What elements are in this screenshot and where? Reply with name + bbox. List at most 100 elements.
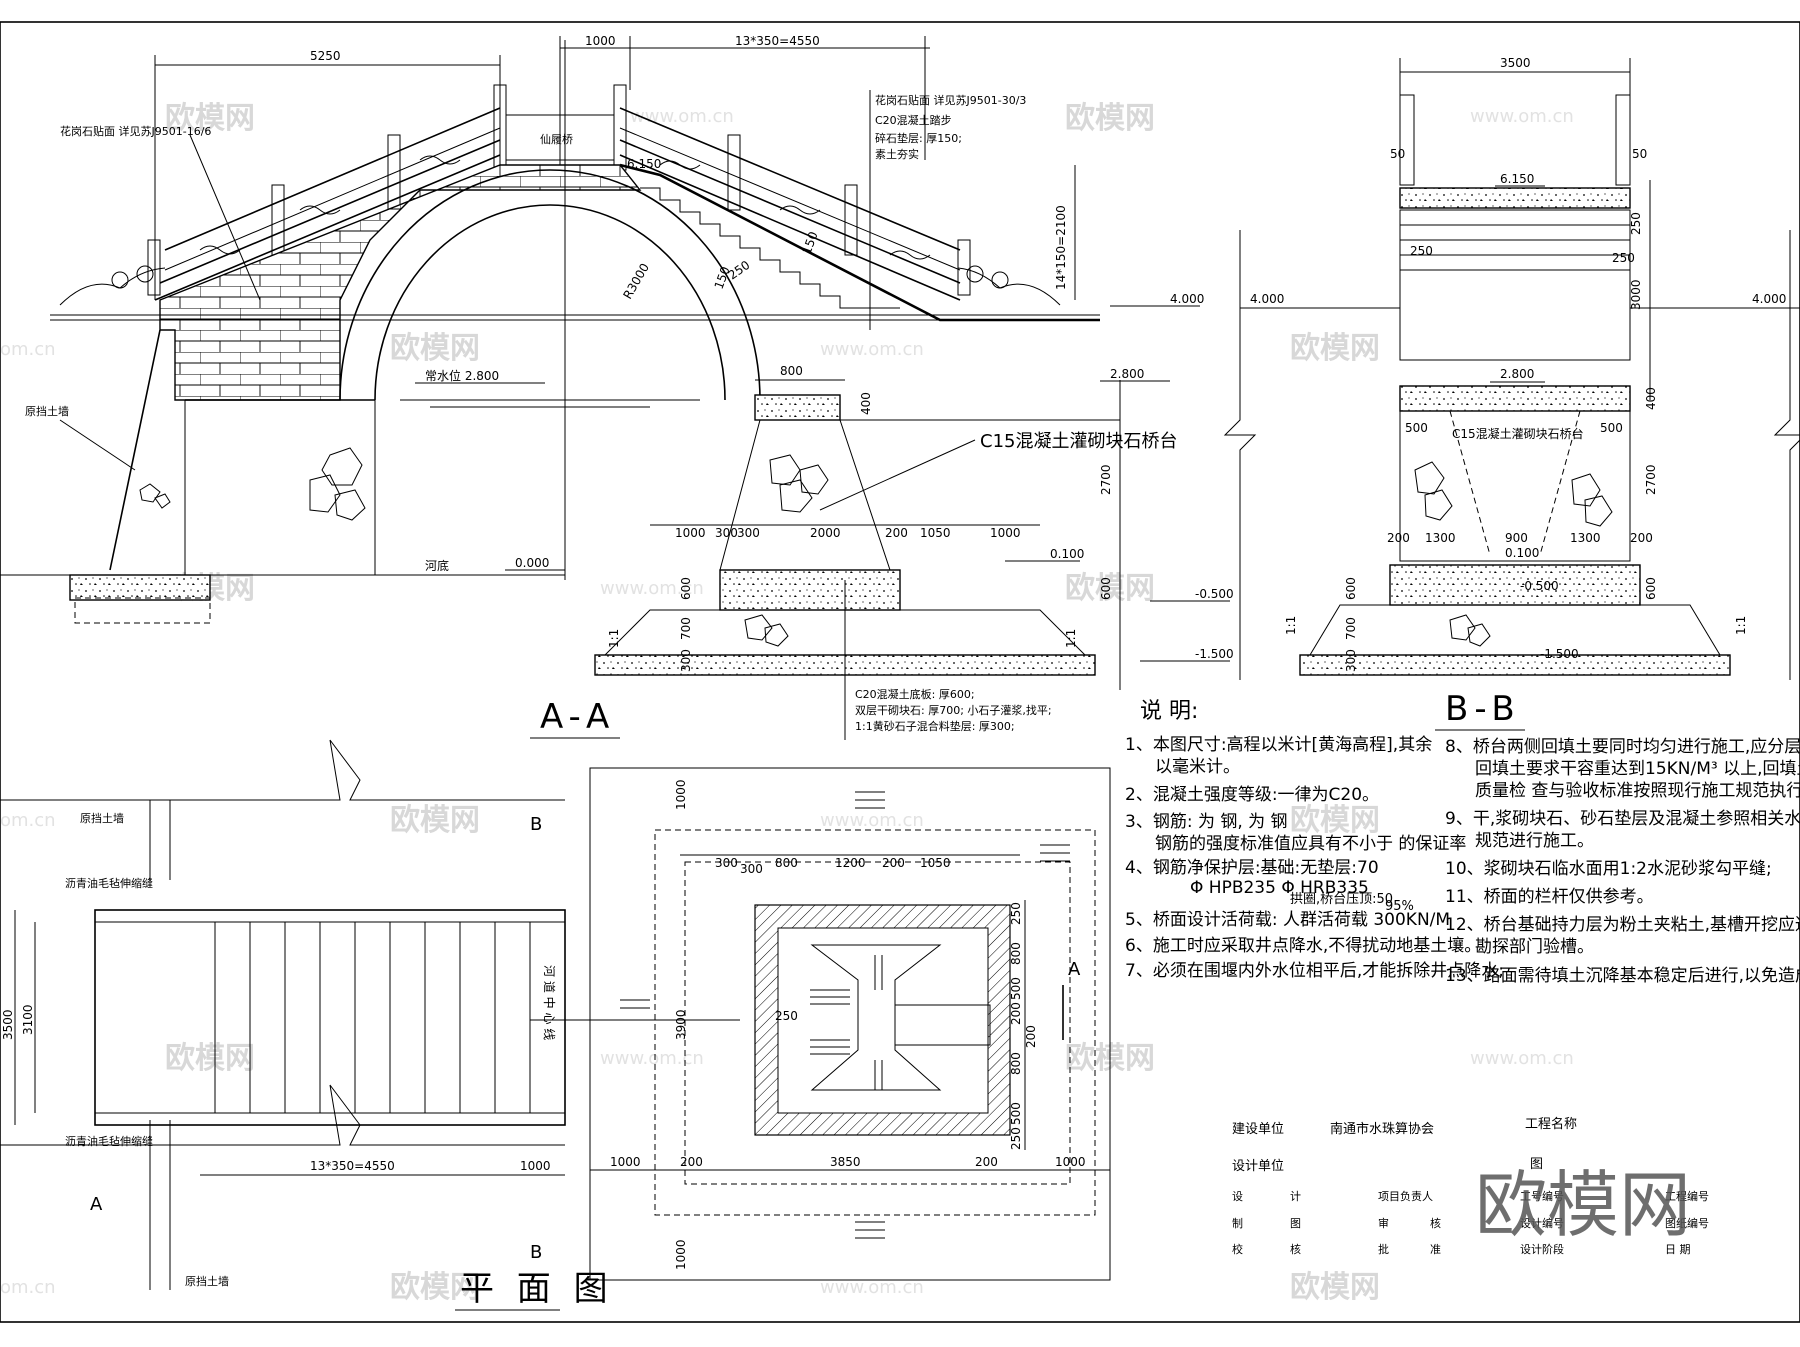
svg-text:日 期: 日 期 bbox=[1665, 1243, 1691, 1256]
svg-text:6、施工时应采取井点降水,不得扰动地基土壤。: 6、施工时应采取井点降水,不得扰动地基土壤。 bbox=[1125, 935, 1481, 956]
elev-0000: 0.000 bbox=[515, 556, 549, 570]
svg-text:200: 200 bbox=[1009, 1002, 1023, 1025]
label-c15: C15混凝土灌砌块石桥台 bbox=[980, 431, 1177, 452]
dim-3100: 3100 bbox=[21, 1004, 35, 1035]
section-b-b: 3500 50 50 6.150 250 250 250 3000 4.000 … bbox=[1223, 56, 1800, 731]
svg-text:800: 800 bbox=[1009, 1052, 1023, 1075]
dimension-ticks bbox=[620, 791, 1070, 1239]
watermark-brand: 欧模网 bbox=[165, 101, 255, 136]
svg-text:3850: 3850 bbox=[830, 1155, 861, 1169]
svg-text:500: 500 bbox=[1009, 1102, 1023, 1125]
svg-text:3、钢筋: 为 钢,: 3、钢筋: 为 钢, 为 钢 bbox=[1125, 812, 1288, 832]
dim-500a: 500 bbox=[1405, 421, 1428, 435]
svg-text:2000: 2000 bbox=[810, 526, 841, 540]
svg-text:13、路面需待填土沉降基本稳定后进行,以免造成路面裂缝。: 13、路面需待填土沉降基本稳定后进行,以免造成路面裂缝。 bbox=[1445, 966, 1800, 986]
watermark-url: www.om.cn bbox=[630, 106, 734, 127]
watermark-url: om.cn bbox=[0, 339, 56, 360]
label-railing-left: 花岗石贴面 详见苏J9501-16/6 bbox=[60, 124, 211, 138]
svg-text:200: 200 bbox=[1024, 1025, 1038, 1048]
elev-m1500: -1.500 bbox=[1195, 647, 1234, 661]
watermark-url: om.cn bbox=[0, 810, 56, 831]
svg-text:素土夯实: 素土夯实 bbox=[875, 147, 919, 161]
dim-700: 700 bbox=[679, 617, 693, 640]
mark-a-left: A bbox=[90, 1194, 103, 1215]
svg-text:10、浆砌块石临水面用1:2水泥砂浆勾平缝;: 10、浆砌块石临水面用1:2水泥砂浆勾平缝; bbox=[1445, 859, 1772, 879]
svg-text:C20混凝土底板: 厚600;: C20混凝土底板: 厚600; bbox=[855, 687, 975, 701]
label-retaining-top: 原挡土墙 bbox=[80, 811, 124, 825]
dim-1000-top: 1000 bbox=[674, 779, 688, 810]
dim-3900: 3900 bbox=[674, 1009, 688, 1040]
watermark-brand: 欧模网 bbox=[390, 1270, 480, 1305]
svg-text:200: 200 bbox=[680, 1155, 703, 1169]
svg-text:1000: 1000 bbox=[675, 526, 706, 540]
dim-250: 250 bbox=[726, 258, 753, 283]
watermark-url: www.om.cn bbox=[820, 1277, 924, 1298]
label-centerline: 河 道 中 心 线 bbox=[542, 965, 557, 1040]
label-joint-bottom: 沥青油毛毡伸缩缝 bbox=[65, 1134, 153, 1148]
svg-text:800: 800 bbox=[775, 856, 798, 870]
svg-text:双层干砌块石: 厚700; 小石子灌浆,找平;: 双层干砌块石: 厚700; 小石子灌浆,找平; bbox=[855, 703, 1052, 717]
svg-text:4、钢筋净保护层:基础:无垫层:70: 4、钢筋净保护层:基础:无垫层:70 bbox=[1125, 858, 1379, 878]
dim-300: 300 bbox=[679, 649, 693, 672]
svg-text:设计阶段: 设计阶段 bbox=[1520, 1242, 1564, 1256]
svg-text:200: 200 bbox=[1387, 531, 1410, 545]
mark-a-right: A bbox=[1068, 959, 1081, 980]
svg-text:1000: 1000 bbox=[610, 1155, 641, 1169]
svg-text:批: 批 bbox=[1378, 1242, 1389, 1256]
bb-bottom-dims: 200 1300 900 1300 200 bbox=[1387, 531, 1653, 545]
svg-text:5、桥面设计活荷载: 人群活荷载 300KN/M: 5、桥面设计活荷载: 人群活荷载 300KN/M bbox=[1125, 910, 1450, 930]
svg-text:核: 核 bbox=[1430, 1216, 1441, 1230]
watermark-url: www.om.cn bbox=[600, 1048, 704, 1069]
builder-label: 建设单位 bbox=[1232, 1122, 1284, 1137]
dim-6150: 6.150 bbox=[627, 157, 661, 171]
builder-value: 南通市水珠算协会 bbox=[1330, 1121, 1434, 1137]
svg-text:准: 准 bbox=[1430, 1243, 1441, 1256]
svg-text:250: 250 bbox=[1009, 1127, 1023, 1150]
svg-text:300: 300 bbox=[715, 856, 738, 870]
plan-steps bbox=[214, 922, 531, 1113]
watermark-url: www.om.cn bbox=[820, 339, 924, 360]
label-base: C20混凝土底板: 厚600; 双层干砌块石: 厚700; 小石子灌浆,找平; … bbox=[855, 687, 1052, 733]
dim-250: 250 bbox=[775, 1009, 798, 1023]
watermark-brand: 欧模网 bbox=[390, 803, 480, 838]
svg-text:1300: 1300 bbox=[1570, 531, 1601, 545]
label-retaining-bottom: 原挡土墙 bbox=[185, 1274, 229, 1288]
svg-text:设: 设 bbox=[1232, 1190, 1243, 1203]
svg-text:200: 200 bbox=[1630, 531, 1653, 545]
svg-text:Φ HPB235 Φ HRB335: Φ HPB235 Φ HRB335 bbox=[1190, 878, 1369, 898]
dim-5250: 5250 bbox=[310, 49, 341, 63]
dim-stairs: 14*150=2100 bbox=[1054, 205, 1068, 290]
label-right-block: 花岗石贴面 详见苏J9501-30/3 C20混凝土踏步 碎石垫层: 厚150;… bbox=[875, 93, 1026, 161]
dim-250c: 250 bbox=[1629, 212, 1643, 235]
dim-300: 300 bbox=[1344, 649, 1358, 672]
dim-50a: 50 bbox=[1390, 147, 1405, 161]
svg-text:12、桥台基础持力层为粉土夹粘土,基槽开挖应通知: 12、桥台基础持力层为粉土夹粘土,基槽开挖应通知 bbox=[1445, 915, 1800, 935]
elev-4000: 4.000 bbox=[1170, 292, 1204, 306]
mark-b-top: B bbox=[530, 814, 542, 835]
dim-span: 13*350=4550 bbox=[310, 1159, 395, 1173]
bridge-name: 仙履桥 bbox=[540, 133, 573, 146]
designer-label: 设计单位 bbox=[1232, 1159, 1284, 1174]
watermark-url: om.cn bbox=[0, 1277, 56, 1298]
sheet-border bbox=[0, 21, 1800, 1323]
svg-text:7、必须在围堰内外水位相平后,才能拆除井点降水;: 7、必须在围堰内外水位相平后,才能拆除井点降水; bbox=[1125, 961, 1504, 981]
slope-left: 1:1 bbox=[607, 629, 621, 648]
svg-text:1050: 1050 bbox=[920, 856, 951, 870]
svg-text:300: 300 bbox=[737, 526, 760, 540]
watermark-url: www.om.cn bbox=[1470, 106, 1574, 127]
dim-2700: 2700 bbox=[1099, 464, 1113, 495]
section-a-a-title: A-A bbox=[540, 697, 615, 737]
section-a-a: 5250 1000 13*350=4550 bbox=[0, 34, 1234, 740]
dim-250a: 250 bbox=[1410, 244, 1433, 258]
dim-3000: 3000 bbox=[1629, 279, 1643, 310]
svg-text:900: 900 bbox=[1505, 531, 1528, 545]
svg-text:质量检 查与验收标准按照现行施工规范执行。: 质量检 查与验收标准按照现行施工规范执行。 bbox=[1475, 781, 1800, 801]
foundation-bottom-dims: 1000 200 3850 200 1000 bbox=[610, 1155, 1086, 1169]
base-dims: 1000 300 300 2000 200 1050 1000 bbox=[675, 526, 1021, 540]
watermark-brand: 欧模网 bbox=[1065, 571, 1155, 606]
svg-text:95%: 95% bbox=[1385, 899, 1414, 914]
dim-800: 800 bbox=[780, 364, 803, 378]
plan-title: 平 面 图 bbox=[460, 1269, 614, 1309]
svg-text:1200: 1200 bbox=[835, 856, 866, 870]
foundation-plan: 300 300 800 1200 200 1050 1000 200 3850 … bbox=[589, 767, 1111, 1281]
